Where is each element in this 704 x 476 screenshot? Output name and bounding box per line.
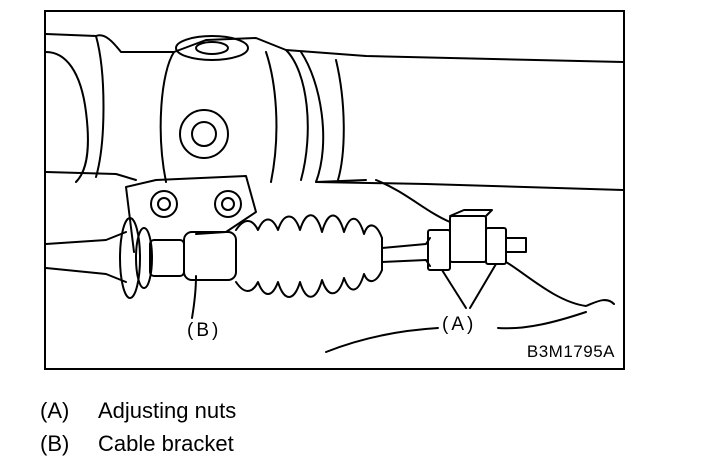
bracket-bolt-2-center (221, 197, 235, 211)
callout-b: (B) (187, 320, 222, 341)
rod-bottom (381, 259, 431, 267)
boot-bellows-top (235, 214, 383, 239)
bracket-bolt-2 (214, 190, 242, 218)
legend-item-a: (A) Adjusting nuts (40, 394, 236, 427)
rod-tip (505, 237, 527, 253)
yoke-outer-edge (285, 49, 309, 181)
rod-top (381, 237, 431, 249)
diagram-figure: (B) (A) B3M1795A (44, 10, 625, 370)
legend-item-b: (B) Cable bracket (40, 427, 236, 460)
lever-top (449, 209, 493, 217)
legend-key: (A) (40, 398, 70, 423)
legend-label: Adjusting nuts (98, 398, 237, 423)
yoke-top-ear (175, 35, 249, 61)
joint-cap-inner (191, 121, 217, 147)
adjusting-nut-2 (485, 227, 507, 265)
cable-sleeve (149, 239, 185, 277)
housing-band-line (335, 59, 345, 181)
left-tube (46, 51, 89, 183)
housing-band (300, 51, 367, 183)
cable-end-flange (119, 217, 141, 299)
legend-key: (B) (40, 431, 70, 456)
leader-a-1 (441, 269, 467, 309)
left-flange (95, 35, 105, 178)
bracket-bolt-1-center (157, 197, 171, 211)
housing-bottom-line (315, 181, 623, 191)
joint-cap (179, 109, 229, 159)
cable-end-flange-2 (135, 227, 153, 289)
legend-label: Cable bracket (98, 431, 234, 456)
housing-outline (46, 33, 623, 63)
legend: (A) Adjusting nuts (B) Cable bracket (40, 394, 236, 460)
lever-lower-curve (505, 261, 615, 307)
housing-lower-line (46, 171, 137, 181)
figure-code: B3M1795A (526, 342, 615, 361)
leader-a-right-tail (497, 311, 587, 330)
lever-curve (375, 179, 451, 223)
callout-a: (A) (442, 314, 477, 335)
leader-a-2 (469, 263, 497, 309)
lower-cable-line-2 (46, 267, 127, 283)
lower-cable-line (46, 231, 127, 245)
leader-a-left-tail (325, 327, 439, 353)
yoke-left-edge (159, 51, 175, 183)
yoke-right-edge (265, 51, 278, 183)
yoke-top-hole (195, 41, 229, 55)
bracket-bolt-1 (150, 190, 178, 218)
boot-bellows-bottom (235, 269, 383, 298)
cable-casing (183, 231, 237, 281)
cable-lever-block (449, 215, 487, 263)
adjusting-nut-1 (427, 229, 451, 271)
leader-b (191, 275, 197, 319)
cable-adjustment-drawing (46, 33, 623, 353)
